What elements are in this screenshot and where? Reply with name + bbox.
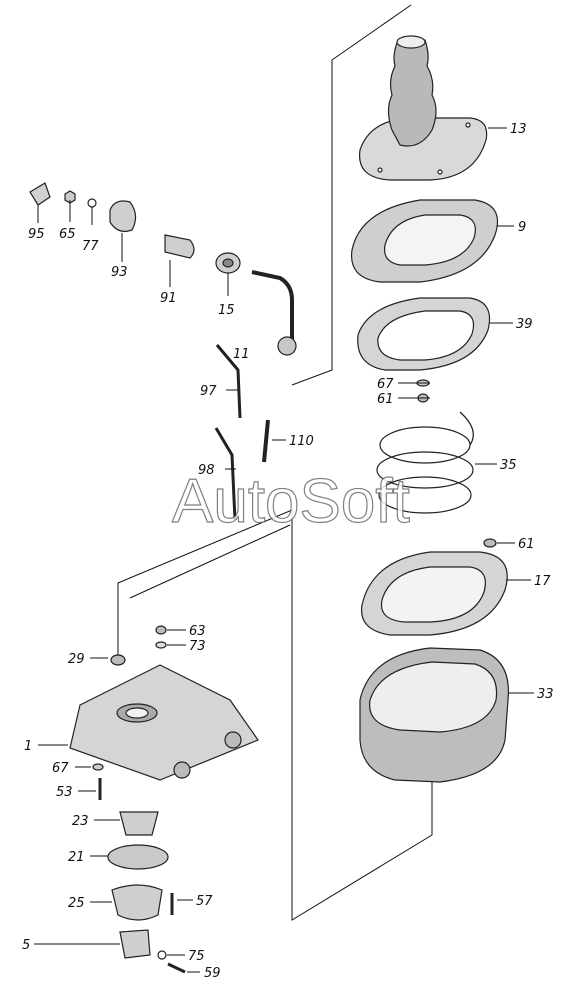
callout-67-bottom: 67 xyxy=(52,761,69,776)
callout-97: 97 xyxy=(200,384,217,399)
spring-part xyxy=(376,411,474,514)
callout-110: 110 xyxy=(289,434,314,449)
callout-25: 25 xyxy=(68,896,85,911)
callout-1: 1 xyxy=(24,739,32,754)
boot-frame-part xyxy=(360,551,508,636)
lower-stack-parts xyxy=(92,763,186,974)
callout-67-top: 67 xyxy=(377,377,394,392)
callout-21: 21 xyxy=(68,850,85,865)
callout-13: 13 xyxy=(510,122,527,137)
callout-61-top: 61 xyxy=(377,392,394,407)
callout-93: 93 xyxy=(111,265,128,280)
callout-29: 29 xyxy=(68,652,85,667)
callout-53: 53 xyxy=(56,785,73,800)
callout-57: 57 xyxy=(196,894,213,909)
watermark-text: AutoSoft xyxy=(172,467,410,536)
callout-11: 11 xyxy=(233,347,250,362)
callout-91: 91 xyxy=(160,291,177,306)
callout-17: 17 xyxy=(534,574,551,589)
small-parts-group xyxy=(29,182,297,521)
gasket-part xyxy=(357,297,491,371)
callout-59: 59 xyxy=(204,966,221,981)
callout-labels: 13 9 39 67 61 35 61 17 33 95 65 77 93 91… xyxy=(22,122,554,981)
callout-95: 95 xyxy=(28,227,45,242)
callout-75: 75 xyxy=(188,949,205,964)
callout-35: 35 xyxy=(500,458,517,473)
callout-61-mid: 61 xyxy=(518,537,535,552)
seal-plate-part xyxy=(350,199,499,283)
callout-98: 98 xyxy=(198,463,215,478)
callout-33: 33 xyxy=(537,687,554,702)
bracket-part xyxy=(69,625,259,781)
leader-lines xyxy=(34,127,534,973)
assembly-lines xyxy=(117,4,433,921)
boot-part xyxy=(358,35,488,181)
callout-39: 39 xyxy=(516,317,533,332)
callout-77: 77 xyxy=(82,239,99,254)
callout-63: 63 xyxy=(189,624,206,639)
callout-23: 23 xyxy=(72,814,89,829)
callout-73: 73 xyxy=(189,639,206,654)
callout-9: 9 xyxy=(518,220,526,235)
callout-15: 15 xyxy=(218,303,235,318)
housing-tub-part xyxy=(359,647,510,783)
callout-5: 5 xyxy=(22,938,30,953)
callout-65: 65 xyxy=(59,227,76,242)
